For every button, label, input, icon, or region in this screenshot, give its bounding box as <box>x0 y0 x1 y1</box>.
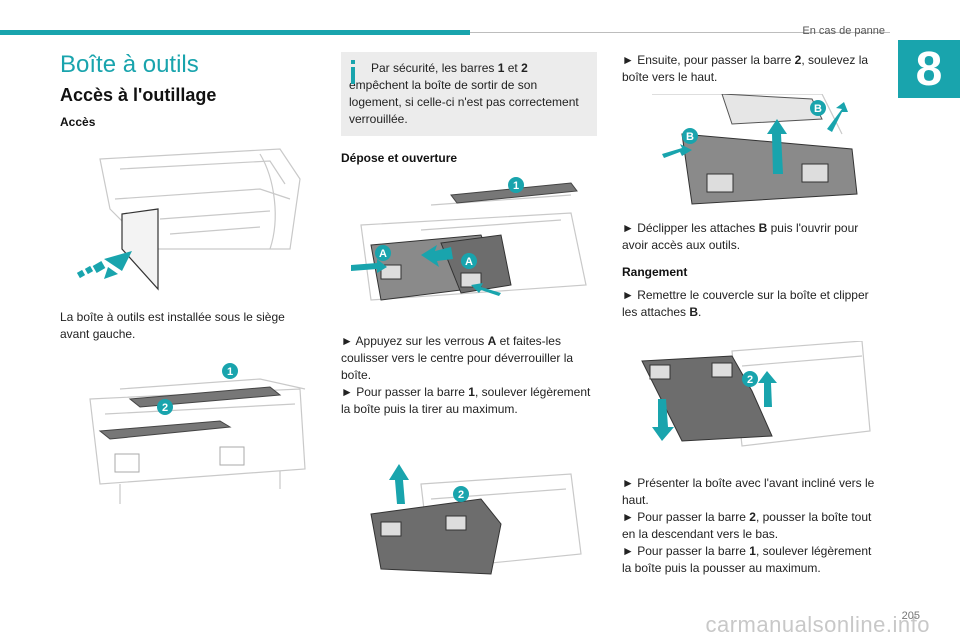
step-unclip: ► Déclipper les attaches B puis l'ouvrir… <box>622 221 859 252</box>
unlock-figure: 1 A A <box>351 177 587 301</box>
up-arrow <box>758 371 777 407</box>
pull-out-figure: 2 <box>370 464 582 575</box>
toolbox-highlight <box>121 208 159 291</box>
callout-2: 2 <box>747 374 753 386</box>
callout-2: 2 <box>162 402 168 414</box>
up-arrow <box>767 119 787 174</box>
up-arrow <box>389 464 409 504</box>
header-rule <box>470 32 890 33</box>
reinsert-figure: 2 <box>641 341 871 447</box>
watermark: carmanualsonline.info <box>705 612 930 637</box>
callout-2: 2 <box>458 489 464 501</box>
clip-arrow-right <box>827 102 848 132</box>
step-unlock: ► Appuyez sur les verrous A et faites-le… <box>341 334 574 382</box>
heading-rangement: Rangement <box>622 265 688 279</box>
insert-arrow <box>76 251 132 279</box>
subsection-title: Accès à l'outillage <box>60 85 217 105</box>
lock-arrow-right <box>471 283 501 296</box>
chapter-tab: 8 <box>898 40 960 98</box>
info-text: Par sécurité, les barres 1 et 2 empêchen… <box>349 61 579 126</box>
step-tilt: ► Présenter la boîte avec l'avant inclin… <box>622 476 875 507</box>
bar-1 <box>128 386 282 408</box>
heading-depose: Dépose et ouverture <box>341 151 458 165</box>
clip-arrow-left <box>662 144 692 158</box>
toolbox-bars-figure: 1 2 <box>89 363 306 504</box>
lock-arrow-left <box>351 259 387 273</box>
bar-2 <box>98 420 232 440</box>
down-arrow <box>652 399 674 441</box>
column-3: ► Ensuite, pour passer la barre 2, soule… <box>622 52 878 577</box>
lift-arrow <box>421 245 453 267</box>
callout-A-right: A <box>465 256 473 268</box>
column-2: Par sécurité, les barres 1 et 2 empêchen… <box>341 52 597 602</box>
step-push-bar-1: ► Pour passer la barre 1, soulever légèr… <box>622 544 872 575</box>
step-push-bar-2: ► Pour passer la barre 2, pousser la boî… <box>622 510 872 541</box>
step-lift-box: ► Ensuite, pour passer la barre 2, soule… <box>622 53 869 84</box>
header-accent-bar <box>0 30 470 35</box>
seat-figure <box>76 148 301 291</box>
paragraph-location: La boîte à outils est installée sous le … <box>60 310 285 341</box>
info-box: Par sécurité, les barres 1 et 2 empêchen… <box>341 52 597 136</box>
callout-A-left: A <box>379 248 387 260</box>
running-title: En cas de panne <box>802 25 885 37</box>
page-number: 205 <box>901 610 920 622</box>
step-pass-bar-1: ► Pour passer la barre 1, soulever légèr… <box>341 385 591 416</box>
lift-open-figure: B B <box>652 94 858 205</box>
callout-1: 1 <box>227 366 233 378</box>
heading-acces: Accès <box>60 115 96 129</box>
step-clip-lid: ► Remettre le couvercle sur la boîte et … <box>622 288 869 319</box>
callout-1: 1 <box>513 180 519 192</box>
column-1: Boîte à outils Accès à l'outillage Accès… <box>60 52 316 517</box>
callout-B-left: B <box>686 131 694 143</box>
callout-B-right: B <box>814 103 822 115</box>
info-icon <box>351 60 355 84</box>
bar-1 <box>450 182 578 204</box>
section-title: Boîte à outils <box>60 51 199 78</box>
